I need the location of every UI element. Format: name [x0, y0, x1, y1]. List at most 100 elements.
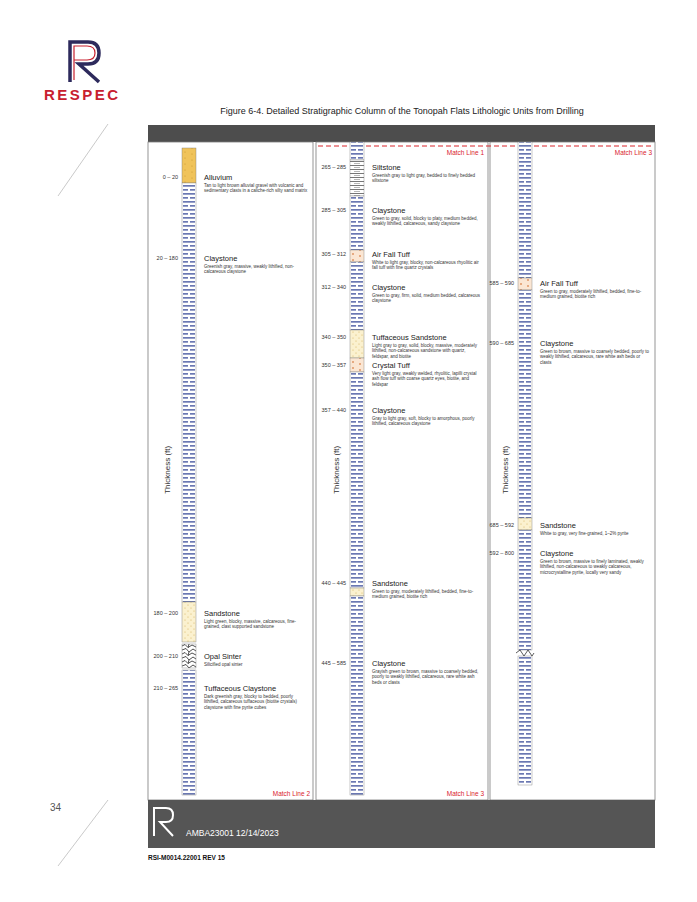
lithologic-unit: 265 – 285SiltstoneGreenish gray to light…	[306, 163, 482, 185]
figure-title: Figure 6-4. Detailed Stratigraphic Colum…	[160, 106, 644, 117]
logo-text: RESPEC	[44, 86, 134, 104]
unit-description: Tan to light brown alluvial gravel with …	[204, 183, 308, 194]
unit-description: White to gray, very fine-grained, 1–2% p…	[540, 531, 650, 536]
drawing-part	[350, 330, 364, 358]
drawing-part	[182, 644, 196, 668]
lithologic-unit: 685 – 592 SandstoneWhite to gray, very fi…	[474, 521, 650, 538]
unit-description: Gray to light gray, soft, blocky to amor…	[372, 416, 482, 427]
unit-name: Claystone	[372, 206, 482, 215]
footer-bar	[148, 800, 655, 848]
unit-description: Green to gray, solid, blocky to platy, m…	[372, 216, 482, 227]
unit-description: Silicified opal sinter	[204, 662, 308, 667]
unit-description: White to light gray, blocky, non-calcare…	[372, 260, 482, 271]
unit-description: Light green, blocky, massive, calcareous…	[204, 619, 308, 630]
depth-interval: 305 – 312	[306, 251, 346, 258]
depth-interval: 180 – 200	[138, 610, 178, 617]
unit-name: Alluvium	[204, 173, 308, 182]
lithologic-unit: 210 – 265Tuffaceous ClaystoneDark greeni…	[138, 684, 308, 712]
lithologic-unit: 350 – 357 Crystal TuffVery light gray, we…	[306, 361, 482, 389]
depth-interval: 590 – 685	[474, 340, 514, 347]
lithologic-unit: 285 – 305 ClaystoneGreen to gray, solid, …	[306, 206, 482, 228]
unit-description: Green to brown, massive to finely lamina…	[540, 559, 650, 575]
drawing-part	[182, 670, 196, 795]
unit-name: Claystone	[540, 339, 650, 348]
panels	[148, 142, 655, 800]
logo	[70, 42, 99, 82]
unit-name: Sandstone	[540, 521, 650, 530]
unit-description: Greenish gray to light gray, bedded to f…	[372, 173, 482, 184]
unit-name: Claystone	[372, 406, 482, 415]
drawing-part	[518, 530, 532, 650]
column-1	[182, 148, 196, 795]
lithologic-unit: 440 – 445SandstoneGreen to gray, moderat…	[306, 579, 482, 601]
unit-name: Tuffaceous Claystone	[204, 684, 308, 693]
lithologic-unit: 445 – 585ClaystoneGrayish green to brown…	[306, 659, 482, 687]
lithologic-unit: 357 – 440ClaystoneGray to light gray, so…	[306, 406, 482, 428]
drawing-part	[182, 602, 196, 642]
margin-line	[58, 800, 108, 866]
axis-label: Thickness (ft)	[332, 430, 342, 510]
unit-description: Grayish green to brown, massive to coars…	[372, 669, 482, 685]
depth-interval: 312 – 340	[306, 284, 346, 291]
unit-description: Very light gray, weakly welded, rhyoliti…	[372, 371, 482, 387]
match-line-label: Match Line 2	[230, 790, 310, 798]
drawing-part	[70, 42, 99, 82]
drawing-part	[154, 808, 173, 836]
depth-interval: 285 – 305	[306, 207, 346, 214]
unit-name: Air Fall Tuff	[372, 250, 482, 259]
revision-code: RSI-M0014.22001 REV 15	[148, 854, 348, 862]
drawing-part	[518, 656, 532, 785]
drawing-part	[518, 518, 532, 530]
lithologic-unit: 305 – 312 Air Fall TuffWhite to light gra…	[306, 250, 482, 272]
page-number: 34	[50, 802, 80, 814]
drawing-part	[350, 596, 364, 795]
lithologic-unit: 340 – 350Tuffaceous SandstoneLight gray …	[306, 333, 482, 361]
unit-description: Green to gray, moderately lithified, bed…	[540, 289, 650, 300]
depth-interval: 440 – 445	[306, 580, 346, 587]
axis-label: Thickness (ft)	[501, 430, 511, 510]
match-line-label: Match Line 1	[404, 149, 484, 157]
depth-interval: 350 – 357	[306, 362, 346, 369]
lithologic-unit: 20 – 180ClaystoneGreenish gray, massive,…	[138, 254, 308, 276]
unit-description: Dark greenish gray, blocky to bedded, po…	[204, 694, 308, 710]
depth-interval: 200 – 210	[138, 653, 178, 660]
drawing-part	[350, 250, 364, 262]
drawing-part	[350, 142, 364, 160]
lithologic-unit: 590 – 685ClaystoneGreen to brown, massiv…	[474, 339, 650, 367]
drawing-part	[350, 372, 364, 588]
match-line	[318, 146, 653, 147]
unit-name: Crystal Tuff	[372, 361, 482, 370]
unit-name: Claystone	[540, 549, 650, 558]
lithologic-unit: 180 – 200 SandstoneLight green, blocky, m…	[138, 609, 308, 631]
drawing-part	[350, 358, 364, 372]
depth-interval: 0 – 20	[138, 174, 178, 181]
unit-name: Sandstone	[204, 609, 308, 618]
depth-interval: 445 – 585	[306, 660, 346, 667]
unit-name: Opal Sinter	[204, 652, 308, 661]
drawing-part	[316, 142, 488, 800]
unit-name: Air Fall Tuff	[540, 279, 650, 288]
unit-name: Tuffaceous Sandstone	[372, 333, 482, 342]
unit-name: Siltstone	[372, 163, 482, 172]
lithologic-unit: 312 – 340 ClaystoneGreen to gray, firm, s…	[306, 283, 482, 305]
unit-name: Sandstone	[372, 579, 482, 588]
drawing-part	[182, 148, 196, 183]
depth-interval: 685 – 592	[474, 522, 514, 529]
drawing-part	[350, 160, 364, 196]
drawing-part	[350, 588, 364, 596]
margin-line	[58, 124, 108, 196]
match-line-label: Match Line 3	[404, 790, 484, 798]
depth-interval: 20 – 180	[138, 255, 178, 262]
drawing-part	[182, 183, 196, 602]
unit-name: Claystone	[372, 283, 482, 292]
drawing-part	[350, 196, 364, 250]
drawing-part	[518, 142, 532, 278]
unit-description: Green to gray, firm, solid, medium bedde…	[372, 293, 482, 304]
depth-interval: 340 – 350	[306, 334, 346, 341]
depth-interval: 592 – 800	[474, 550, 514, 557]
header-bar	[148, 125, 655, 142]
axis-label: Thickness (ft)	[163, 430, 173, 510]
unit-description: Greenish gray, massive, weakly lithified…	[204, 264, 308, 275]
lithologic-unit: 0 – 20 AlluviumTan to light brown alluvia…	[138, 173, 308, 195]
